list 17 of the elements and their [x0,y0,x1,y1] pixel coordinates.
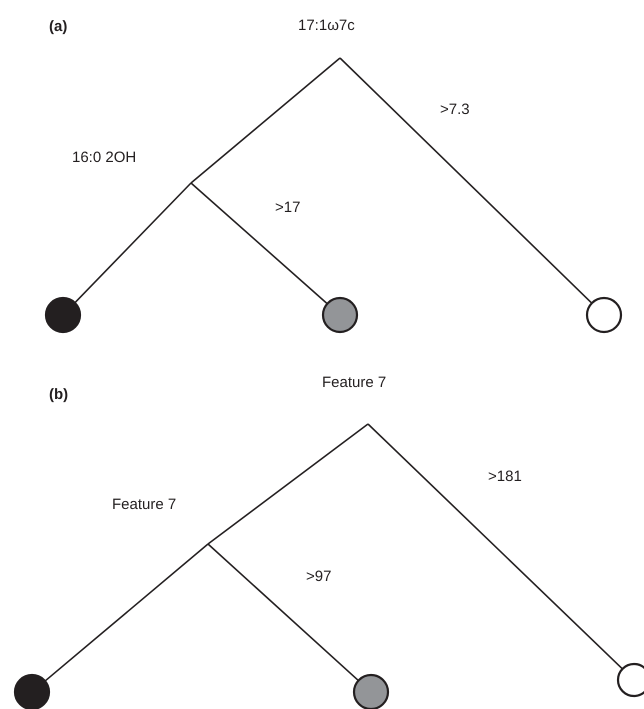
branch-line [190,57,341,184]
branch-line [190,182,328,304]
branch-line [207,543,359,682]
branch-line [339,57,592,304]
leaf-circle [322,296,358,334]
branch-line [208,423,368,545]
split-label: 17:1ω7c [298,17,355,35]
split-label: 16:0 2OH [72,149,136,167]
panel-label: (b) [49,386,68,404]
branch-line [367,423,624,670]
split-label: Feature 7 [112,496,176,514]
panel-label: (a) [49,18,68,36]
branch-line [74,182,192,304]
branch-line [44,543,209,682]
leaf-circle [586,296,622,334]
split-label: Feature 7 [322,374,386,392]
leaf-circle [44,296,82,334]
